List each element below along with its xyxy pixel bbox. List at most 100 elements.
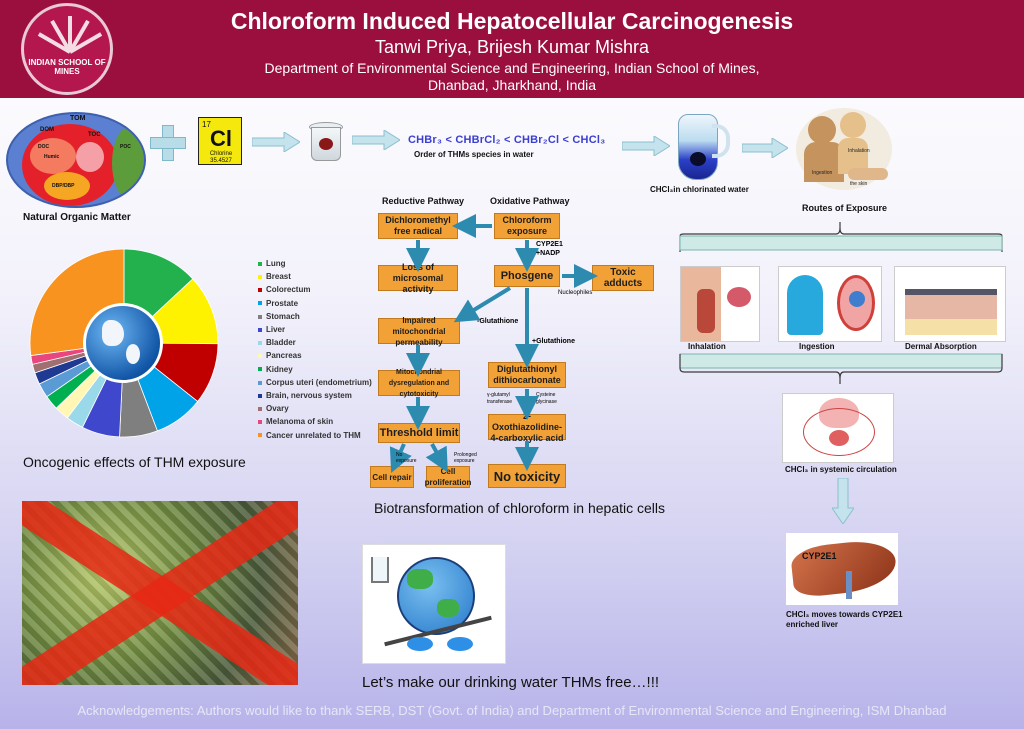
poc-label: POC bbox=[120, 144, 131, 150]
arrow-icon bbox=[352, 130, 400, 150]
legend-item: Colorectum bbox=[258, 285, 310, 294]
note-minus-glutathione: -Glutathione bbox=[477, 318, 519, 325]
chlorine-element-tile: 17 Cl Chlorine 35.4527 bbox=[198, 117, 242, 165]
affiliation-line-2: Dhanbad, Jharkhand, India bbox=[427, 77, 597, 93]
legend-label: Breast bbox=[266, 272, 291, 282]
legend-swatch bbox=[258, 327, 262, 332]
note-prolonged-exposure: Prolonged exposure bbox=[454, 452, 477, 464]
box-toxic-adducts: Toxic adducts bbox=[592, 265, 654, 291]
thm-order-caption: Order of THMs species in water bbox=[414, 150, 534, 159]
legend-swatch bbox=[258, 275, 262, 280]
doc-label: DOC bbox=[38, 144, 50, 150]
legend-item: Pancreas bbox=[258, 351, 302, 360]
box-chloroform-exposure: Chloroform exposure bbox=[494, 213, 560, 239]
water-jug-icon bbox=[672, 110, 732, 182]
legend-swatch bbox=[258, 341, 262, 346]
routes-title: Routes of Exposure bbox=[802, 203, 888, 213]
slogan: Let’s make our drinking water THMs free…… bbox=[362, 674, 660, 691]
legend-item: Stomach bbox=[258, 312, 300, 321]
legend-label: Lung bbox=[266, 259, 286, 268]
legend-label: Kidney bbox=[266, 364, 293, 374]
affiliation-line-1: Department of Environmental Science and … bbox=[264, 60, 760, 76]
dbp-label: DBP/DBP bbox=[52, 183, 75, 189]
oxidative-title: Oxidative Pathway bbox=[490, 196, 570, 206]
jug-caption: CHCl₃in chlorinated water bbox=[650, 185, 749, 194]
legend-item: Lung bbox=[258, 259, 286, 268]
liver-caption-line-2: enriched liver bbox=[786, 620, 839, 629]
arrow-icon bbox=[742, 138, 788, 158]
legend-item: Ovary bbox=[258, 404, 289, 413]
liver-image: CYP2E1 bbox=[786, 533, 898, 605]
legend-swatch bbox=[258, 288, 262, 293]
inhalation-panel bbox=[680, 266, 760, 342]
legend-item: Kidney bbox=[258, 365, 293, 374]
legend-label: Ovary bbox=[266, 404, 289, 414]
globe-icon bbox=[83, 303, 163, 383]
legend-item: Cancer unrelated to THM bbox=[258, 431, 361, 440]
arrow-icon bbox=[252, 132, 300, 152]
element-name: Chlorine bbox=[209, 151, 233, 157]
route-label-ingestion: Ingestion bbox=[799, 342, 835, 351]
note-plus-glutathione: +Glutathione bbox=[532, 338, 575, 345]
poster-header: INDIAN SCHOOL OF MINES Chloroform Induce… bbox=[0, 0, 1024, 98]
legend-label: Brain, nervous system bbox=[266, 391, 352, 400]
note-no-exposure: No exposure bbox=[396, 452, 417, 464]
acknowledgement: Acknowledgements: Authors would like to … bbox=[77, 703, 947, 718]
legend-swatch bbox=[258, 433, 262, 438]
legend-swatch bbox=[258, 420, 262, 425]
legend-item: Corpus uteri (endometrium) bbox=[258, 378, 372, 387]
liver-caption-line-1: CHCl₃ moves towards CYP2E1 bbox=[786, 610, 903, 619]
inhalation-tag: Inhalation bbox=[848, 148, 870, 154]
legend-swatch bbox=[258, 354, 262, 359]
circulation-caption: CHCl₃ in systemic circulation bbox=[785, 465, 897, 474]
poster-authors: Tanwi Priya, Brijesh Kumar Mishra bbox=[374, 37, 650, 57]
toc-label: TOC bbox=[88, 132, 101, 138]
routes-illustration: Inhalation Ingestion the skin bbox=[796, 108, 892, 190]
ingestion-panel bbox=[778, 266, 882, 342]
legend-label: Corpus uteri (endometrium) bbox=[266, 377, 372, 387]
legend-item: Breast bbox=[258, 272, 291, 281]
route-label-inhalation: Inhalation bbox=[688, 342, 726, 351]
legend-item: Prostate bbox=[258, 299, 298, 308]
legend-item: Liver bbox=[258, 325, 285, 334]
legend-label: Pancreas bbox=[266, 351, 302, 361]
ingestion-tag: Ingestion bbox=[812, 170, 833, 176]
arrow-icon bbox=[622, 136, 670, 156]
plus-icon bbox=[150, 125, 186, 161]
dermal-panel bbox=[894, 266, 1006, 342]
nom-diagram: TOM DOM DOC TOC POC Humic DBP/DBP bbox=[6, 112, 146, 208]
dom-label: DOM bbox=[40, 127, 54, 133]
skin-tag: the skin bbox=[850, 181, 868, 187]
legend-swatch bbox=[258, 367, 262, 372]
thm-order-formula: CHBr₃ < CHBrCl₂ < CHBr₂Cl < CHCl₃ bbox=[408, 134, 606, 146]
note-gamma-glutamyl: γ-glutamyl transferase bbox=[487, 392, 513, 405]
legend-label: Melanoma of skin bbox=[266, 417, 334, 427]
pathway-arrows bbox=[389, 214, 598, 473]
legend-label: Prostate bbox=[266, 298, 299, 308]
circulation-diagram bbox=[782, 393, 894, 463]
poster-affiliation: Department of Environmental Science and … bbox=[0, 60, 1024, 94]
atomic-mass: 35.4527 bbox=[210, 158, 232, 164]
legend-swatch bbox=[258, 380, 262, 385]
atomic-number: 17 bbox=[202, 120, 211, 129]
sad-earth-cartoon bbox=[362, 544, 506, 664]
legend-label: Cancer unrelated to THM bbox=[266, 430, 361, 440]
box-dichloromethyl: Dichloromethyl free radical bbox=[378, 213, 458, 239]
legend-swatch bbox=[258, 407, 262, 412]
legend-label: Stomach bbox=[266, 311, 300, 321]
legend-swatch bbox=[258, 314, 262, 319]
pathway-caption: Biotransformation of chloroform in hepat… bbox=[374, 500, 666, 516]
legend-item: Brain, nervous system bbox=[258, 391, 352, 400]
routes-merge-bracket bbox=[679, 353, 1003, 384]
tom-label: TOM bbox=[70, 115, 86, 122]
route-label-dermal: Dermal Absorption bbox=[905, 342, 977, 351]
arrow-down-icon bbox=[832, 478, 854, 524]
box-impaired-permeability: Impaired mitochondrial permeability bbox=[378, 316, 460, 347]
element-symbol: Cl bbox=[210, 126, 232, 151]
note-nucleophiles: Nucleophiles bbox=[558, 290, 593, 296]
legend-swatch bbox=[258, 393, 262, 398]
legend-label: Colorectum bbox=[266, 285, 311, 295]
routes-bracket bbox=[679, 222, 1003, 252]
logo-text: INDIAN SCHOOL OF MINES bbox=[28, 58, 106, 76]
legend-swatch bbox=[258, 261, 262, 266]
